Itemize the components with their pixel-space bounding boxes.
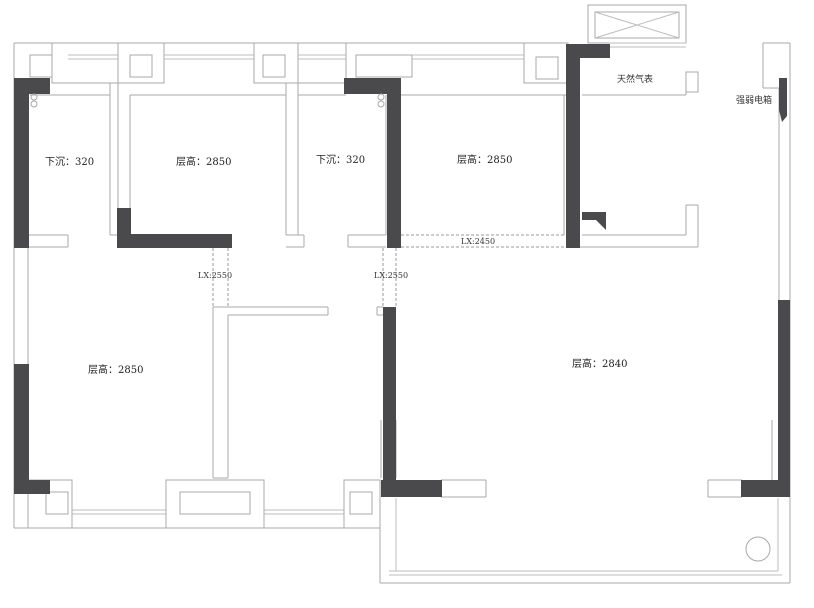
beam-label-mid: LX:2550 <box>374 271 408 280</box>
beam-lines <box>212 234 566 307</box>
gas-meter-niche <box>587 4 699 93</box>
drain-circle <box>745 536 771 562</box>
weak-current-box-label: 强弱电箱 <box>736 94 772 106</box>
north-windows <box>29 42 569 84</box>
room-label-ne-bedroom: 层高：2850 <box>457 153 512 166</box>
structural-walls <box>14 44 790 497</box>
fixtures <box>30 93 771 562</box>
beam-label-kitchen: LX:2450 <box>461 237 495 246</box>
beam-label-left: LX:2550 <box>198 271 232 280</box>
room-label-bath-sink: 下沉：320 <box>316 153 365 166</box>
room-label-living: 层高：2840 <box>572 357 627 370</box>
room-label-north-bedroom: 层高：2850 <box>176 155 231 168</box>
room-label-nw-sink: 下沉：320 <box>45 155 94 168</box>
gas-meter-label: 天然气表 <box>617 73 653 85</box>
south-windows <box>27 477 381 529</box>
room-label-sw-bedroom: 层高：2850 <box>88 363 143 376</box>
